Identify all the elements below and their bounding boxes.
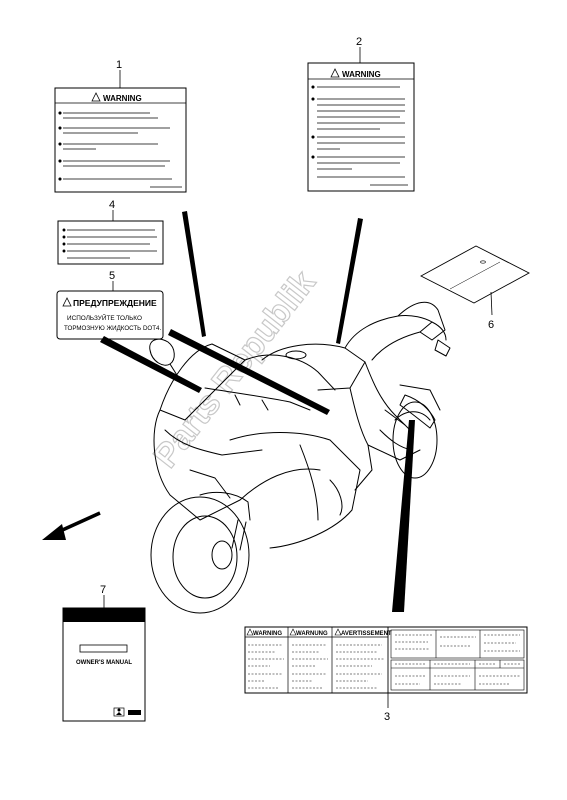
warning-heading: WARNING [342, 70, 381, 79]
manual-reading-icon [113, 707, 125, 717]
pointer-wedges [100, 211, 415, 612]
warning-triangle-icon [246, 628, 342, 636]
owners-manual-7[interactable]: OWNER'S MANUAL 7 [62, 584, 146, 722]
warning-triangle-icon [62, 297, 72, 307]
russian-warning-line-1: ИСПОЛЬЗУЙТЕ ТОЛЬКО [67, 313, 142, 322]
callout-4: 4 [109, 199, 115, 211]
callout-5: 5 [109, 270, 115, 282]
brake-fluid-label-5[interactable]: ПРЕДУПРЕЖДЕНИЕ ИСПОЛЬЗУЙТЕ ТОЛЬКО ТОРМОЗ… [56, 270, 164, 340]
warning-triangle-icon [330, 68, 340, 78]
russian-warning-title: ПРЕДУПРЕЖДЕНИЕ [73, 298, 157, 308]
folded-label-6[interactable]: 6 [420, 245, 530, 331]
russian-warning-line-2: ТОРМОЗНУЮ ЖИДКОСТЬ DOT4. [64, 325, 161, 332]
callout-2: 2 [356, 36, 362, 48]
warning-label-1[interactable]: WARNING 1 [54, 59, 187, 193]
owners-manual-title: OWNER'S MANUAL [76, 660, 132, 666]
warning-label-4[interactable]: 4 [57, 199, 164, 265]
warning-label-2[interactable]: WARNING 2 [307, 36, 415, 192]
front-direction-arrow-icon [42, 511, 101, 540]
motorcycle-illustration [149, 301, 451, 614]
warning-heading-fr: AVERTISSEMENT [341, 631, 392, 637]
callout-6: 6 [488, 319, 494, 331]
multilanguage-label-3[interactable]: WARNING WARNUNG AVERTISSEMENT [244, 626, 528, 723]
warning-heading-en: WARNING [253, 631, 282, 637]
callout-3: 3 [384, 711, 390, 723]
warning-heading-de: WARNUNG [296, 631, 328, 637]
warning-heading: WARNING [103, 94, 142, 103]
warning-triangle-icon [91, 92, 101, 102]
callout-1: 1 [116, 59, 122, 71]
callout-7: 7 [100, 584, 106, 596]
